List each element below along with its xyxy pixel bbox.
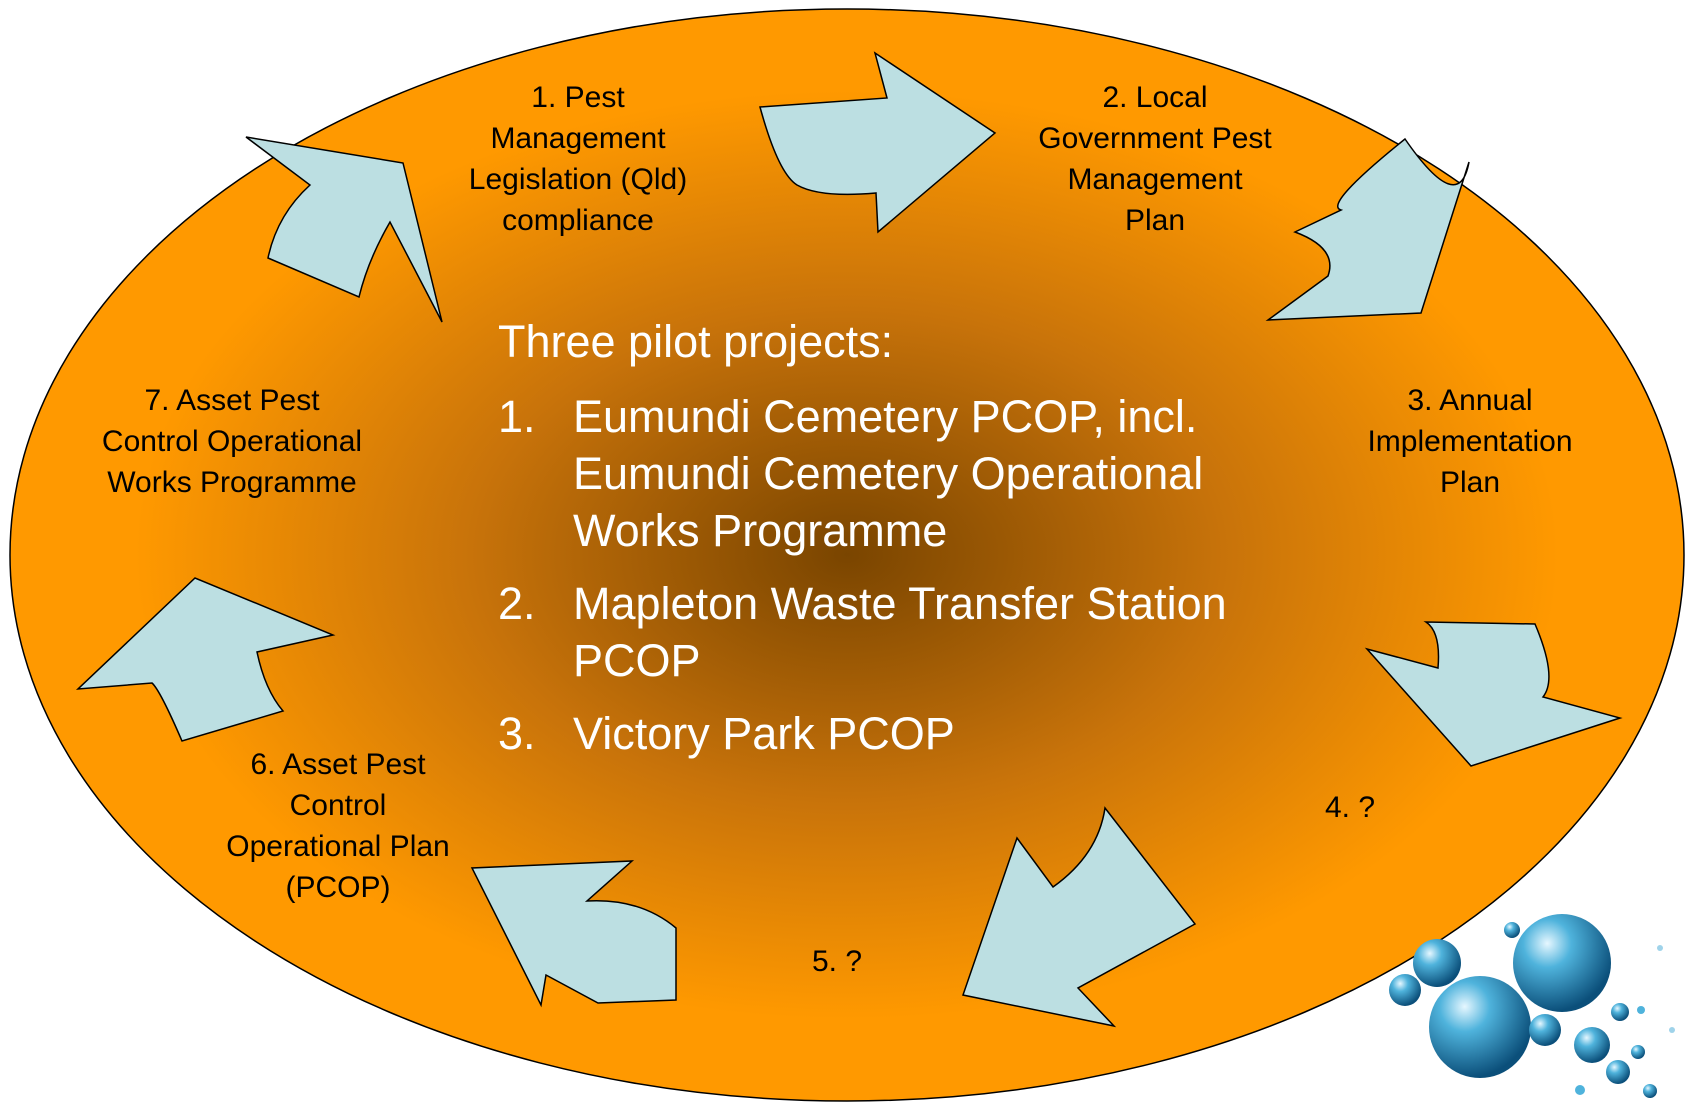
pilot-project-number: 1. xyxy=(498,391,536,442)
arrow-1-to-2-icon xyxy=(759,51,997,234)
pilot-project-number: 3. xyxy=(498,708,536,759)
arrow-6-to-7-icon xyxy=(75,577,336,742)
arrow-5-to-6-icon xyxy=(470,860,677,1008)
pilot-project-item: 2. Mapleton Waste Transfer Station PCOP xyxy=(498,575,1298,689)
step-6-label: 6. Asset Pest Control Operational Plan (… xyxy=(226,748,450,904)
pilot-project-number: 2. xyxy=(498,578,536,629)
step-3-label: 3. Annual Implementation Plan xyxy=(1367,384,1573,499)
arrow-3-to-4-icon xyxy=(1364,621,1623,767)
pilot-project-item: 3. Victory Park PCOP xyxy=(498,705,1298,762)
pilot-projects-list: 1. Eumundi Cemetery PCOP, incl. Eumundi … xyxy=(498,388,1298,762)
arrow-4-to-5-icon xyxy=(962,806,1197,1028)
pilot-projects-panel: Three pilot projects: 1. Eumundi Cemeter… xyxy=(498,316,1298,778)
arrow-2-to-3-icon xyxy=(1265,137,1470,321)
water-bubbles-icon xyxy=(1389,914,1675,1098)
pilot-project-text: Victory Park PCOP xyxy=(573,708,955,759)
step-1-label: 1. Pest Management Legislation (Qld) com… xyxy=(468,81,688,237)
step-5-label: 5. ? xyxy=(811,945,863,978)
pilot-projects-heading: Three pilot projects: xyxy=(498,316,894,367)
step-4-label: 4. ? xyxy=(1324,791,1376,824)
pilot-project-item: 1. Eumundi Cemetery PCOP, incl. Eumundi … xyxy=(498,388,1298,559)
pilot-project-text: Eumundi Cemetery PCOP, incl. Eumundi Cem… xyxy=(573,391,1204,556)
step-7-label: 7. Asset Pest Control Operational Works … xyxy=(101,384,363,499)
step-2-label: 2. Local Government Pest Management Plan xyxy=(1038,81,1272,237)
pilot-project-text: Mapleton Waste Transfer Station PCOP xyxy=(573,578,1227,686)
arrow-7-to-1-icon xyxy=(245,136,443,323)
